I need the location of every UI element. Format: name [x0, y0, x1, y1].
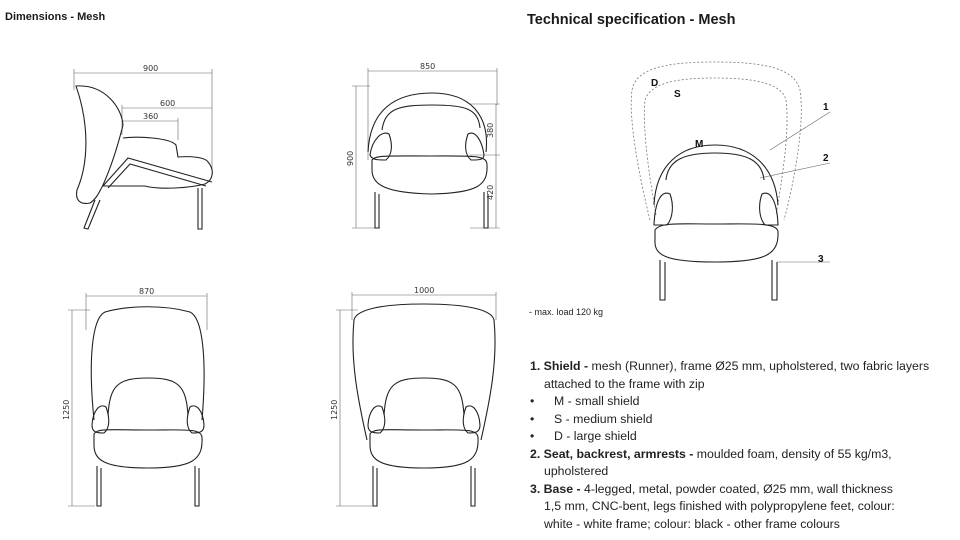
spec-item-1: 1. Shield - mesh (Runner), frame Ø25 mm,… — [530, 359, 930, 373]
front-view-drawing: 850 900 380 420 — [346, 62, 500, 229]
dim-side-900: 900 — [143, 64, 158, 73]
bullet-item: •S - medium shield — [530, 411, 653, 426]
bullet-item: •D - large shield — [530, 429, 637, 443]
spec-item-3: 3. Base - 4-legged, metal, powder coated… — [530, 481, 893, 496]
spec-item-1-cont: attached to the frame with zip — [544, 376, 705, 391]
front-s-drawing: 870 1250 — [62, 287, 208, 507]
dim-s-870: 870 — [139, 287, 154, 296]
bullet-item: •M - small shield — [530, 394, 640, 408]
callout-1: 1 — [823, 102, 829, 113]
callout-M: M — [695, 139, 703, 150]
callout-S: S — [674, 89, 681, 100]
callout-3: 3 — [818, 254, 824, 265]
side-view-drawing: 900 600 360 — [73, 64, 213, 230]
tech-spec-title: Technical specification - Mesh — [527, 12, 736, 28]
dim-d-1250: 1250 — [330, 400, 339, 420]
dim-s-1250: 1250 — [62, 400, 71, 420]
spec-item-2-cont: upholstered — [544, 464, 609, 478]
callout-D: D — [651, 78, 658, 89]
front-d-drawing: 1000 1250 — [330, 286, 497, 507]
spec-list: 1. Shield - mesh (Runner), frame Ø25 mm,… — [530, 358, 950, 533]
dim-front-420: 420 — [486, 185, 495, 200]
spec-item-3-cont: 1,5 mm, CNC-bent, legs finished with pol… — [544, 499, 895, 513]
spec-item-3-cont: white - white frame; colour: black - oth… — [544, 516, 840, 531]
spec-item-2: 2. Seat, backrest, armrests - moulded fo… — [530, 446, 892, 461]
dimensions-title: Dimensions - Mesh — [5, 11, 106, 23]
dim-front-850: 850 — [420, 62, 435, 71]
dim-side-600: 600 — [160, 99, 175, 108]
technical-drawing: D S M 1 2 3 — [630, 61, 831, 301]
dim-front-380: 380 — [486, 123, 495, 138]
max-load: - max. load 120 kg — [529, 307, 604, 317]
dim-d-1000: 1000 — [414, 286, 434, 295]
dim-side-360: 360 — [143, 112, 158, 121]
callout-2: 2 — [823, 153, 829, 164]
dim-front-900: 900 — [346, 151, 355, 166]
